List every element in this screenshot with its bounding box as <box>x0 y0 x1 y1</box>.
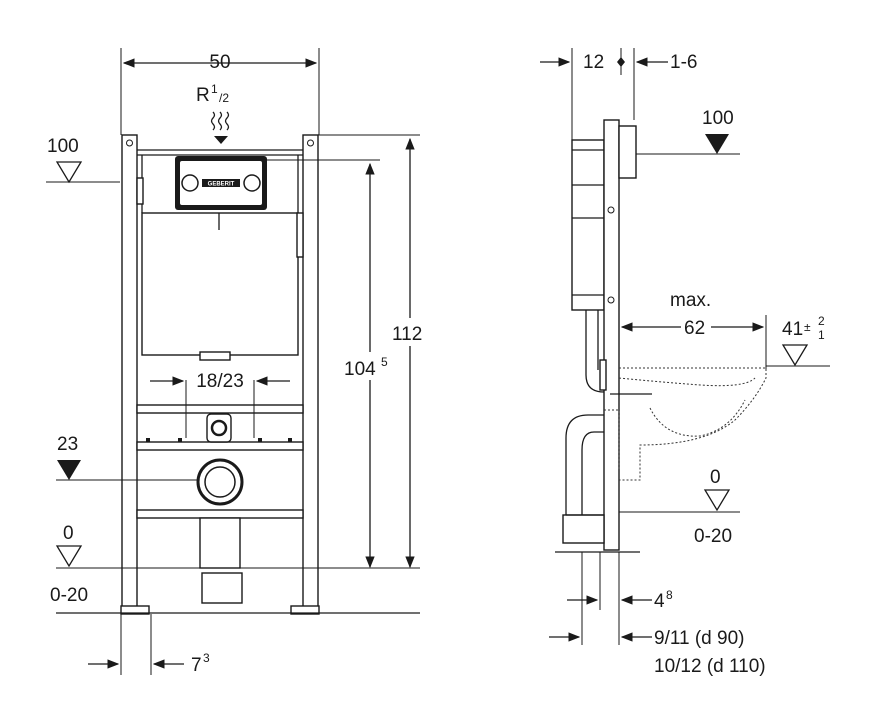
height-104-label: 104 <box>344 359 376 380</box>
small-flush-button <box>181 174 199 192</box>
level-100-label: 100 <box>47 136 79 157</box>
side-floor-label: 0 <box>710 467 721 488</box>
floor-front: 0 0-20 <box>50 523 420 614</box>
level-triangle-icon <box>781 344 809 367</box>
width-dimension: 50 <box>120 48 320 135</box>
cistern <box>136 155 304 361</box>
floor-label: 0 <box>63 523 74 544</box>
floor-range-label: 0-20 <box>50 585 88 606</box>
projection-label: 62 <box>684 318 705 339</box>
brand-label: GEBERIT <box>208 182 235 188</box>
drain-bend <box>562 409 620 544</box>
bowl-tol-plus: 2 <box>818 314 825 328</box>
depth-dimension: 12 1-6 <box>540 48 697 140</box>
level-mark-100: 100 <box>46 136 120 184</box>
foot-offset-label: 7 <box>191 655 202 676</box>
level-triangle-icon <box>703 489 731 512</box>
offset-sup: 8 <box>666 588 673 602</box>
thread-sup: 1 <box>211 82 218 96</box>
offset-label: 4 <box>654 591 665 612</box>
pipe-spacing-label: 18/23 <box>196 371 244 392</box>
wall-label: 1-6 <box>670 52 697 73</box>
projection-dimension: max. 62 <box>620 290 767 370</box>
level-100-right-label: 100 <box>702 108 734 129</box>
bowl-height-label: 41 <box>782 319 803 340</box>
flush-plate: GEBERIT <box>175 156 267 210</box>
bowl-tol-minus: 1 <box>818 328 825 342</box>
level-triangle-icon <box>705 134 729 154</box>
pipe-d90-label: 9/11 (d 90) <box>654 628 744 649</box>
side-view: 12 1-6 100 max. <box>540 48 830 677</box>
level-triangle-icon <box>55 545 83 568</box>
floor-side: 0 0-20 <box>555 467 740 553</box>
offset-dimensions: 4 8 9/11 (d 90) 10/12 (d 110) <box>549 552 766 677</box>
level-mark-100-right: 100 <box>630 108 740 155</box>
pipe-spacing-dimension: 18/23 <box>150 371 290 438</box>
wave-icon <box>210 111 216 131</box>
max-label: max. <box>670 290 711 311</box>
svg-text:±: ± <box>804 320 811 334</box>
width-label: 50 <box>209 52 230 73</box>
side-floor-range-label: 0-20 <box>694 526 732 547</box>
foot-offset-sup: 3 <box>203 651 210 665</box>
bowl-height-mark: 41 ± 2 1 <box>766 314 830 367</box>
outlet: 23 <box>56 434 244 604</box>
large-flush-button <box>243 174 261 192</box>
pipe-d110-label: 10/12 (d 110) <box>654 656 766 677</box>
front-view: 50 R 1 /2 100 <box>46 48 434 676</box>
outlet-height-label: 23 <box>57 434 78 455</box>
thread-sub: /2 <box>219 91 229 105</box>
level-triangle-icon <box>55 161 83 184</box>
water-connector <box>206 413 232 443</box>
foot-offset-dimension: 7 3 <box>88 614 210 676</box>
cistern-side <box>571 119 637 551</box>
wc-bowl-outline <box>610 367 767 481</box>
height-104-sup: 5 <box>381 355 388 369</box>
level-triangle-icon <box>57 460 81 480</box>
frame <box>120 134 320 615</box>
height-112-label: 112 <box>392 324 422 345</box>
height-dimensions: 112 104 5 <box>210 134 434 569</box>
water-supply: R 1 /2 <box>196 82 229 144</box>
thread-label: R <box>196 85 210 106</box>
depth-label: 12 <box>583 52 604 73</box>
